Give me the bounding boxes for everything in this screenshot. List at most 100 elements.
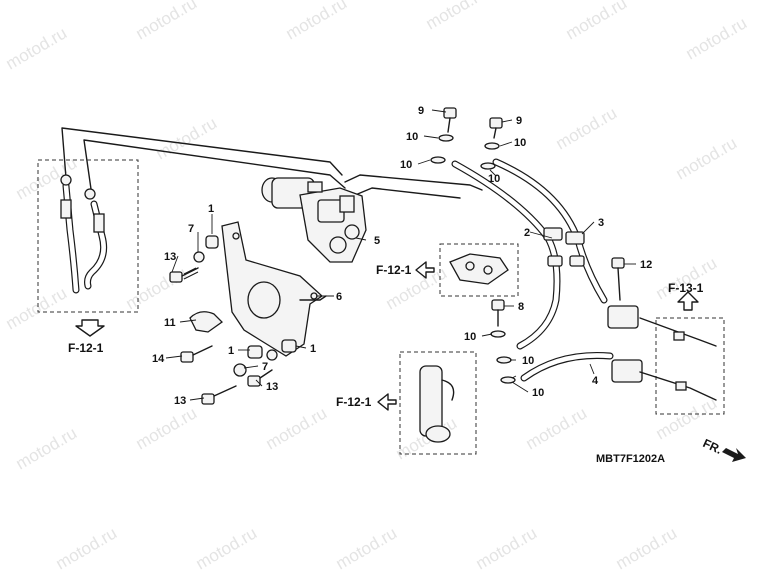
callout-10: 10 xyxy=(400,159,412,171)
callout-13: 13 xyxy=(266,381,278,393)
washer xyxy=(193,251,205,263)
ref-middle-arrow[interactable]: F-12-1 xyxy=(376,261,435,279)
callout-3: 3 xyxy=(598,217,604,229)
watermark-text: motod.ru xyxy=(563,0,631,43)
lower-detail xyxy=(399,351,477,455)
mounting-bracket[interactable] xyxy=(221,221,327,357)
front-direction-indicator: FR. xyxy=(701,436,746,462)
bolt[interactable] xyxy=(201,385,237,405)
callout-10: 10 xyxy=(488,173,500,185)
watermark-text: motod.ru xyxy=(3,23,71,73)
front-label: FR. xyxy=(701,436,724,457)
callout-9: 9 xyxy=(418,105,424,117)
right-detail xyxy=(639,317,725,415)
watermark-layer: motod.ru motod.ru motod.ru motod.ru moto… xyxy=(3,0,751,573)
watermark-text: motod.ru xyxy=(133,403,201,453)
rubber-grommet xyxy=(281,339,297,353)
callout-1: 1 xyxy=(310,343,316,355)
callout-14: 14 xyxy=(152,353,165,365)
brake-hoses-upper[interactable] xyxy=(451,158,608,350)
callout-10: 10 xyxy=(532,387,544,399)
bolt[interactable] xyxy=(169,267,199,283)
rubber-grommet xyxy=(247,345,263,359)
callout-10: 10 xyxy=(522,355,534,367)
watermark-text: motod.ru xyxy=(53,523,121,573)
joint-block xyxy=(607,305,639,329)
right-detail-box xyxy=(655,317,725,415)
middle-detail-box xyxy=(439,243,519,297)
bracket-hole xyxy=(247,281,281,319)
callout-7: 7 xyxy=(188,223,194,235)
banjo-bolt[interactable] xyxy=(489,117,503,139)
sealing-washer xyxy=(438,134,454,142)
bolt[interactable] xyxy=(247,369,273,387)
callout-4: 4 xyxy=(592,375,599,387)
joint-block xyxy=(611,359,643,383)
callout-2: 2 xyxy=(524,227,530,239)
middle-detail xyxy=(439,243,519,297)
abs-modulator[interactable] xyxy=(261,177,367,263)
banjo-bolt[interactable] xyxy=(443,107,457,133)
hose-joint-brackets xyxy=(607,257,643,383)
watermark-text: motod.ru xyxy=(333,523,401,573)
callout-10: 10 xyxy=(514,137,526,149)
watermark-text: motod.ru xyxy=(553,103,621,153)
leader-lines xyxy=(165,109,636,401)
watermark-text: motod.ru xyxy=(153,113,221,163)
callout-6: 6 xyxy=(336,291,342,303)
watermark-text: motod.ru xyxy=(123,263,191,313)
watermark-text: motod.ru xyxy=(263,403,331,453)
left-hose-detail xyxy=(37,159,139,313)
routing-lines xyxy=(61,127,483,199)
callout-1: 1 xyxy=(208,203,214,215)
bolt[interactable] xyxy=(611,257,625,301)
hose-grommet xyxy=(547,255,563,267)
watermark-text: motod.ru xyxy=(473,523,541,573)
lower-banjo-bolts xyxy=(490,299,516,384)
brake-hose-lower[interactable] xyxy=(520,352,614,382)
ref-label-right: F-13-1 xyxy=(668,281,704,295)
banjo-fitting xyxy=(60,174,72,186)
bolt[interactable] xyxy=(180,345,213,363)
watermark-text: motod.ru xyxy=(673,133,741,183)
watermark-text: motod.ru xyxy=(423,0,491,33)
watermark-text: motod.ru xyxy=(13,423,81,473)
washer xyxy=(266,349,278,361)
callout-12: 12 xyxy=(640,259,652,271)
hose-joint xyxy=(93,213,105,233)
hose-clamp[interactable] xyxy=(189,311,224,333)
watermark-text: motod.ru xyxy=(3,283,71,333)
callout-8: 8 xyxy=(518,301,524,313)
hose-grommet xyxy=(543,227,563,241)
callout-5: 5 xyxy=(374,235,380,247)
sealing-washer xyxy=(480,162,496,170)
ref-right-arrow[interactable]: F-13-1 xyxy=(668,281,704,311)
lower-detail-box xyxy=(399,351,477,455)
banjo-bolt[interactable] xyxy=(491,299,505,327)
callout-7: 7 xyxy=(262,361,268,373)
callout-10: 10 xyxy=(406,131,418,143)
sealing-washer xyxy=(490,330,506,338)
watermark-text: motod.ru xyxy=(613,523,681,573)
fasteners-left xyxy=(169,235,297,405)
upper-banjo-bolts xyxy=(430,107,503,170)
ref-label-middle: F-12-1 xyxy=(376,263,412,277)
callout-numbers: 1 7 13 5 6 11 14 1 1 7 13 13 9 10 10 9 1… xyxy=(152,105,652,407)
watermark-text: motod.ru xyxy=(683,13,751,63)
hose-grommet xyxy=(565,231,585,245)
sealing-washer xyxy=(484,142,500,150)
callout-9: 9 xyxy=(516,115,522,127)
hose-joint xyxy=(60,199,72,219)
front-arrow-icon xyxy=(722,448,746,462)
watermark-text: motod.ru xyxy=(653,253,721,303)
ref-label-left: F-12-1 xyxy=(68,341,104,355)
watermark-text: motod.ru xyxy=(653,393,721,443)
ref-left-arrow[interactable]: F-12-1 xyxy=(68,319,105,355)
callout-10: 10 xyxy=(464,331,476,343)
left-detail-box xyxy=(37,159,139,313)
rubber-grommet xyxy=(205,235,219,249)
ref-lower-arrow[interactable]: F-12-1 xyxy=(336,393,397,411)
sealing-washer xyxy=(500,376,516,384)
